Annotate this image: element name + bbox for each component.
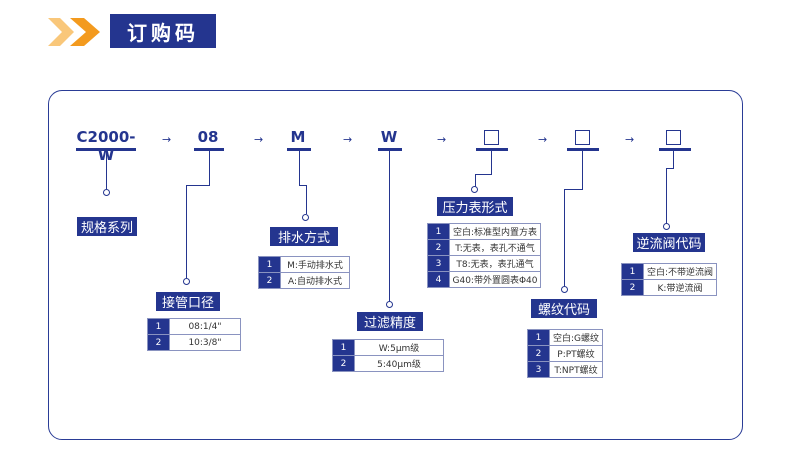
connector-line (673, 151, 674, 168)
arrow-icon: → (625, 133, 635, 146)
code-port-underline (194, 148, 224, 151)
order-code-panel (48, 90, 743, 440)
arrow-icon: → (538, 133, 548, 146)
label-thread-code: 螺纹代码 (531, 299, 597, 318)
code-drain-underline (287, 148, 311, 151)
code-gauge-underline (476, 148, 508, 151)
code-check-valve-underline (659, 148, 691, 151)
code-filter: W (380, 128, 398, 146)
connector-dot (663, 223, 670, 230)
connector-line (299, 151, 300, 185)
label-drain-method: 排水方式 (270, 227, 338, 246)
connector-line (186, 185, 187, 278)
label-port-size: 接管口径 (156, 292, 220, 311)
connector-line (186, 185, 210, 186)
arrow-icon: → (437, 133, 447, 146)
connector-line (491, 151, 492, 174)
chevron-arrows-icon (48, 18, 100, 46)
connector-dot (183, 278, 190, 285)
connector-dot (561, 286, 568, 293)
code-filter-underline (378, 148, 402, 151)
connector-line (475, 174, 492, 175)
arrow-icon: → (343, 133, 353, 146)
connector-line (666, 168, 667, 224)
label-spec-series: 规格系列 (77, 217, 137, 236)
label-check-valve-code: 逆流阀代码 (633, 233, 705, 252)
connector-line (389, 151, 390, 301)
connector-dot (103, 189, 110, 196)
connector-line (564, 189, 583, 190)
code-thread-underline (567, 148, 599, 151)
page-title: 订购码 (110, 14, 216, 48)
code-drain: M (290, 128, 306, 146)
connector-dot (471, 186, 478, 193)
code-series-underline (76, 148, 136, 151)
connector-line (209, 151, 210, 185)
arrow-icon: → (254, 133, 264, 146)
code-port-size: 08 (197, 128, 219, 146)
label-gauge-type: 压力表形式 (437, 197, 513, 216)
connector-line (582, 151, 583, 189)
code-thread-blank (575, 130, 590, 145)
connector-line (475, 174, 476, 187)
connector-line (666, 168, 674, 169)
connector-dot (302, 214, 309, 221)
connector-line (106, 151, 107, 189)
code-gauge-blank (484, 130, 499, 145)
label-filter-precision: 过滤精度 (357, 312, 423, 331)
connector-line (306, 185, 307, 214)
code-check-valve-blank (666, 130, 681, 145)
arrow-icon: → (162, 133, 172, 146)
connector-line (299, 185, 307, 186)
connector-dot (386, 301, 393, 308)
connector-line (564, 189, 565, 286)
